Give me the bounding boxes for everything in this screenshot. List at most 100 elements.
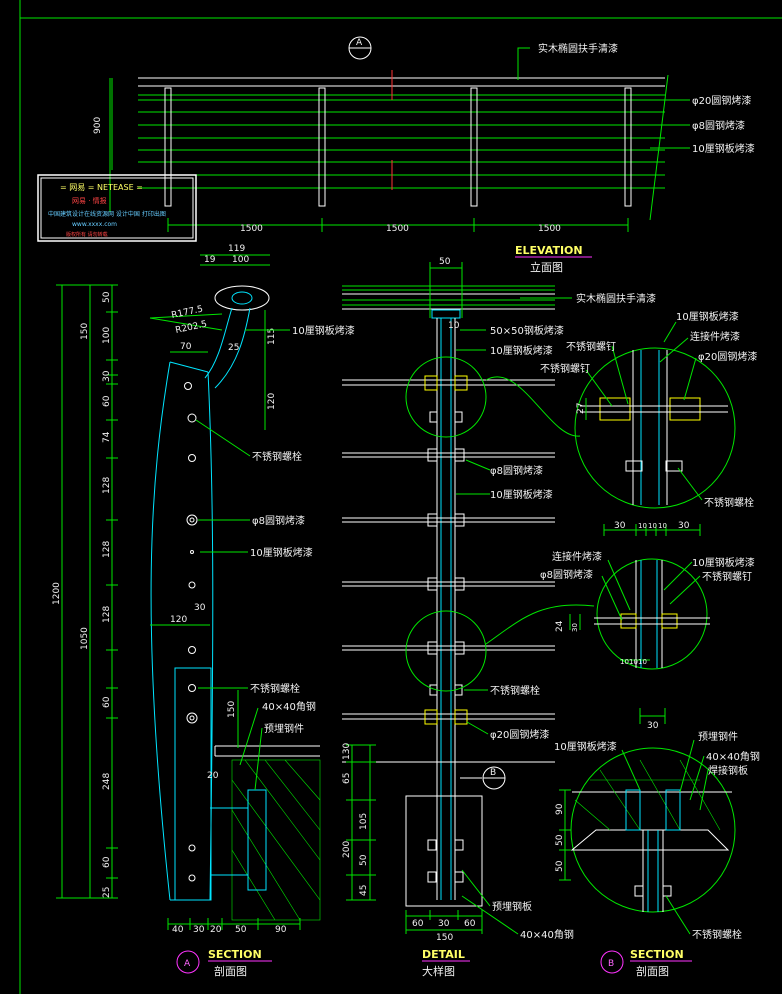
watermark-line5: 版权所有 请勿转载: [66, 231, 108, 238]
dim-100: 100: [102, 327, 112, 344]
label-bolt-ss4: 不锈钢螺栓: [704, 496, 754, 509]
enlarge2-dim-30: 30: [571, 623, 579, 632]
detail-bottom-60b: 60: [464, 919, 476, 929]
label-screw-ss2: 不锈钢螺钉: [540, 362, 590, 375]
enlarge1-dim-30b: 30: [678, 521, 690, 531]
enlarged-detail-1: 27 30 10 10 10 30 10厘钢板烤漆 连接件烤漆 φ20圆钢烤漆 …: [485, 310, 757, 536]
dim-1200: 1200: [52, 582, 62, 605]
dim-20: 20: [207, 771, 219, 781]
dim-70: 70: [180, 342, 192, 352]
detail-dim-10: 10: [448, 321, 460, 331]
label-embed: 预埋钢件: [264, 722, 304, 735]
detail-dim-130: 130: [342, 743, 352, 760]
label-bar8: φ8圆钢烤漆: [692, 119, 745, 132]
dim-25-bracket: 25: [228, 343, 239, 353]
section-a-marker-label: A: [184, 959, 191, 969]
elev-height-dim: 900: [93, 117, 103, 134]
detail-title-en: DETAIL: [422, 948, 465, 961]
label-screw-ss3: 不锈钢螺钉: [702, 570, 752, 583]
watermark-line1: = 网易 = NETEASE =: [60, 183, 143, 192]
detail-bottom-30: 30: [438, 919, 450, 929]
label-bar8-c: φ8圆钢烤漆: [490, 464, 543, 477]
section-a-view: 50 100 30 60 74 128 128 128 60 248 60 25…: [52, 244, 355, 978]
dim-115: 115: [267, 328, 277, 345]
section-b-title-en: SECTION: [630, 948, 684, 961]
watermark-line4: www.xxxx.com: [72, 221, 117, 228]
detail-dim-50b: 50: [359, 854, 369, 866]
label-bar20: φ20圆钢烤漆: [692, 94, 751, 107]
label-bar8-b: φ8圆钢烤漆: [252, 514, 305, 527]
label-plate10e: 10厘钢板烤漆: [490, 488, 553, 501]
dim-74: 74: [102, 431, 112, 443]
dim-128b: 128: [102, 541, 112, 558]
span-dim-3: 1500: [538, 224, 561, 234]
dim-150-v: 150: [227, 701, 237, 718]
bottom-dim-20: 20: [210, 925, 222, 935]
detail-title-cn: 大样图: [422, 964, 455, 978]
label-bolt-ss5: 不锈钢螺栓: [692, 928, 742, 941]
radius-label-2: R202.5: [175, 319, 208, 335]
detail-bottom-60: 60: [412, 919, 424, 929]
label-plate10f: 10厘钢板烤漆: [676, 310, 739, 323]
label-bolt-ss: 不锈钢螺栓: [252, 450, 302, 463]
dim-60c: 60: [102, 856, 112, 868]
label-wood-handrail: 实木椭圆扶手清漆: [538, 42, 618, 55]
elevation-title-cn: 立面图: [530, 260, 563, 274]
label-angle40b: 40×40角钢: [520, 928, 574, 941]
bottom-dim-50: 50: [235, 925, 247, 935]
enlarge2-dim-10b: 10: [629, 658, 638, 666]
section-b-dim-50: 50: [555, 834, 565, 846]
label-plate10c: 10厘钢板烤漆: [250, 546, 313, 559]
dim-120-v: 120: [267, 393, 277, 410]
elevation-title-en: ELEVATION: [515, 244, 583, 257]
section-b-marker-label: B: [608, 959, 614, 969]
section-b-dim-50b: 50: [555, 860, 565, 872]
label-connector2: 连接件烤漆: [552, 550, 602, 563]
label-bar20-c: φ20圆钢烤漆: [698, 350, 757, 363]
enlarge2-dim-30b: 30: [647, 721, 659, 731]
detail-dim-200: 200: [342, 841, 352, 858]
section-marker-a-label: A: [356, 38, 363, 48]
detail-view: 50 10: [342, 257, 656, 978]
watermark-line2: 网易 · 情报: [72, 196, 107, 205]
label-bolt-ss2: 不锈钢螺栓: [250, 682, 300, 695]
enlarge2-dim-24: 24: [555, 620, 565, 632]
span-dim-2: 1500: [386, 224, 409, 234]
label-wood-handrail-2: 实木椭圆扶手清漆: [576, 292, 656, 305]
dim-128a: 128: [102, 477, 112, 494]
label-plate10b: 10厘钢板烤漆: [292, 324, 355, 337]
label-bar8-d: φ8圆钢烤漆: [540, 568, 593, 581]
label-plate10-h: 10厘钢板烤漆: [554, 740, 617, 753]
dim-150: 150: [80, 323, 90, 340]
label-plate10-g: 10厘钢板烤漆: [692, 556, 755, 569]
label-embed-plate: 预埋钢板: [492, 900, 532, 913]
dim-1050: 1050: [80, 627, 90, 650]
radius-label-1: R177.5: [171, 304, 204, 320]
bottom-dim-90: 90: [275, 925, 287, 935]
label-connector: 连接件烤漆: [690, 330, 740, 343]
enlarge1-dim-10c: 10: [658, 522, 667, 530]
dim-120-w: 120: [170, 615, 187, 625]
dim-119: 119: [228, 244, 245, 254]
label-plate10: 10厘钢板烤漆: [692, 142, 755, 155]
dim-25: 25: [102, 887, 112, 898]
dim-60: 60: [102, 395, 112, 407]
enlarge1-dim-10a: 10: [638, 522, 647, 530]
section-marker-b-label: B: [490, 768, 496, 778]
dim-100-top: 100: [232, 255, 249, 265]
label-plate10d: 10厘钢板烤漆: [490, 344, 553, 357]
label-angle40c: 40×40角钢: [706, 750, 760, 763]
label-weld-plate: 焊接钢板: [708, 764, 748, 777]
section-b-dim-90: 90: [555, 803, 565, 815]
enlarged-detail-2: 24 30 10 10 10 30 连接件烤漆 φ8圆钢烤漆 10厘钢板烤漆 不…: [485, 550, 755, 731]
label-embed2: 预埋钢件: [698, 730, 738, 743]
enlarge2-dim-10c: 10: [638, 658, 647, 666]
detail-dim-50: 50: [439, 257, 451, 267]
dim-50: 50: [102, 291, 112, 303]
enlarge1-dim-27: 27: [576, 403, 586, 414]
section-b-title-cn: 剖面图: [636, 964, 669, 978]
bottom-dim-30: 30: [193, 925, 205, 935]
dim-248: 248: [102, 773, 112, 790]
